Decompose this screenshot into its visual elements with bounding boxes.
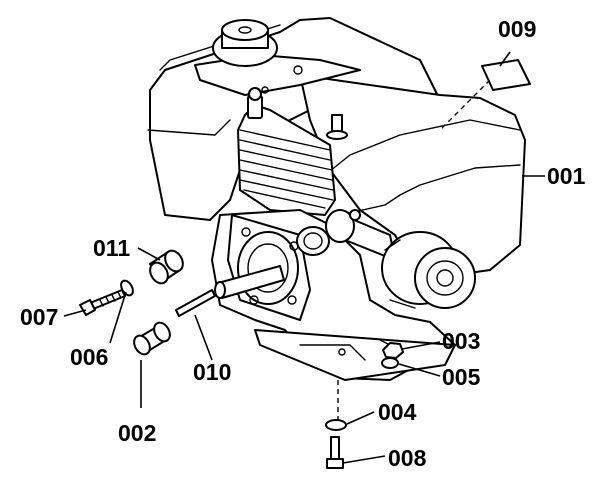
part-label-011: 011	[93, 235, 130, 261]
decal-shape	[481, 59, 531, 91]
flat-washer-shape	[325, 419, 347, 431]
nut-shape	[382, 342, 404, 359]
part-label-002: 002	[118, 420, 156, 446]
key-shape	[175, 289, 216, 317]
part-label-005: 005	[442, 364, 481, 390]
lock-washer-shape	[381, 357, 399, 369]
spacer-shape	[149, 249, 184, 285]
part-label-009: 009	[498, 16, 536, 42]
part-label-007: 007	[20, 304, 58, 330]
part-label-008: 008	[388, 445, 427, 471]
part-label-010: 010	[193, 359, 231, 385]
bolt-shape	[79, 289, 126, 316]
leader-lines	[63, 51, 545, 464]
engine-illustration	[147, 17, 526, 381]
part-label-001: 001	[547, 163, 586, 189]
part-labels: 009 001 011 007 006 002 010 003 005 004 …	[20, 16, 586, 471]
part-label-003: 003	[442, 328, 480, 354]
mounting-bolt-shape	[326, 436, 344, 469]
bushing-shape	[133, 321, 171, 356]
loose-parts	[79, 59, 531, 469]
part-label-004: 004	[378, 399, 417, 425]
part-label-006: 006	[70, 344, 108, 370]
